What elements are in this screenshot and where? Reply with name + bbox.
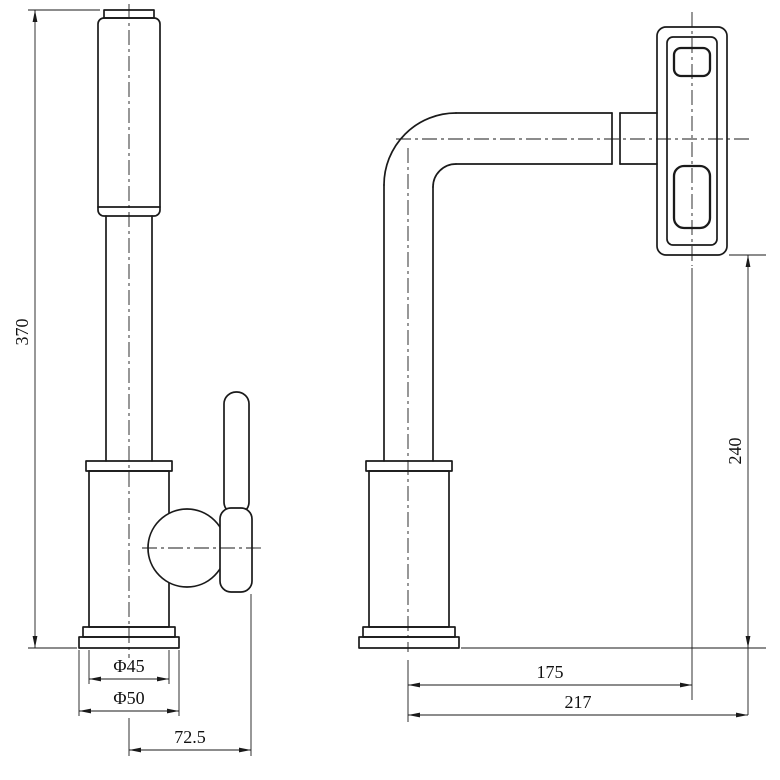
base-collar-side (362, 626, 456, 638)
handle-lever (223, 391, 250, 515)
dim-body-diameter-label: Φ45 (113, 656, 144, 676)
tube-outer-bend (383, 112, 457, 186)
body-top-flange-side (365, 460, 453, 472)
spray-head-side-inner (666, 36, 718, 246)
front-view (78, 4, 264, 658)
dim-total-height-label: 370 (12, 319, 32, 346)
dim-base-diameter-label: Φ50 (113, 688, 144, 708)
front-dimensions: 370 Φ45 Φ50 72.5 (12, 9, 252, 756)
dim-center-to-outlet-label: 175 (537, 662, 564, 682)
dim-total-reach-label: 217 (565, 692, 592, 712)
handle-base (219, 507, 253, 593)
dim-handle-offset-label: 72.5 (174, 727, 206, 747)
base-skirt-side (358, 636, 460, 649)
faucet-body-side (368, 470, 450, 628)
side-dimensions: 240 175 217 (407, 254, 766, 722)
tube-inner-bend (432, 163, 457, 188)
dim-outlet-height-label: 240 (725, 438, 745, 465)
side-view (358, 12, 750, 652)
